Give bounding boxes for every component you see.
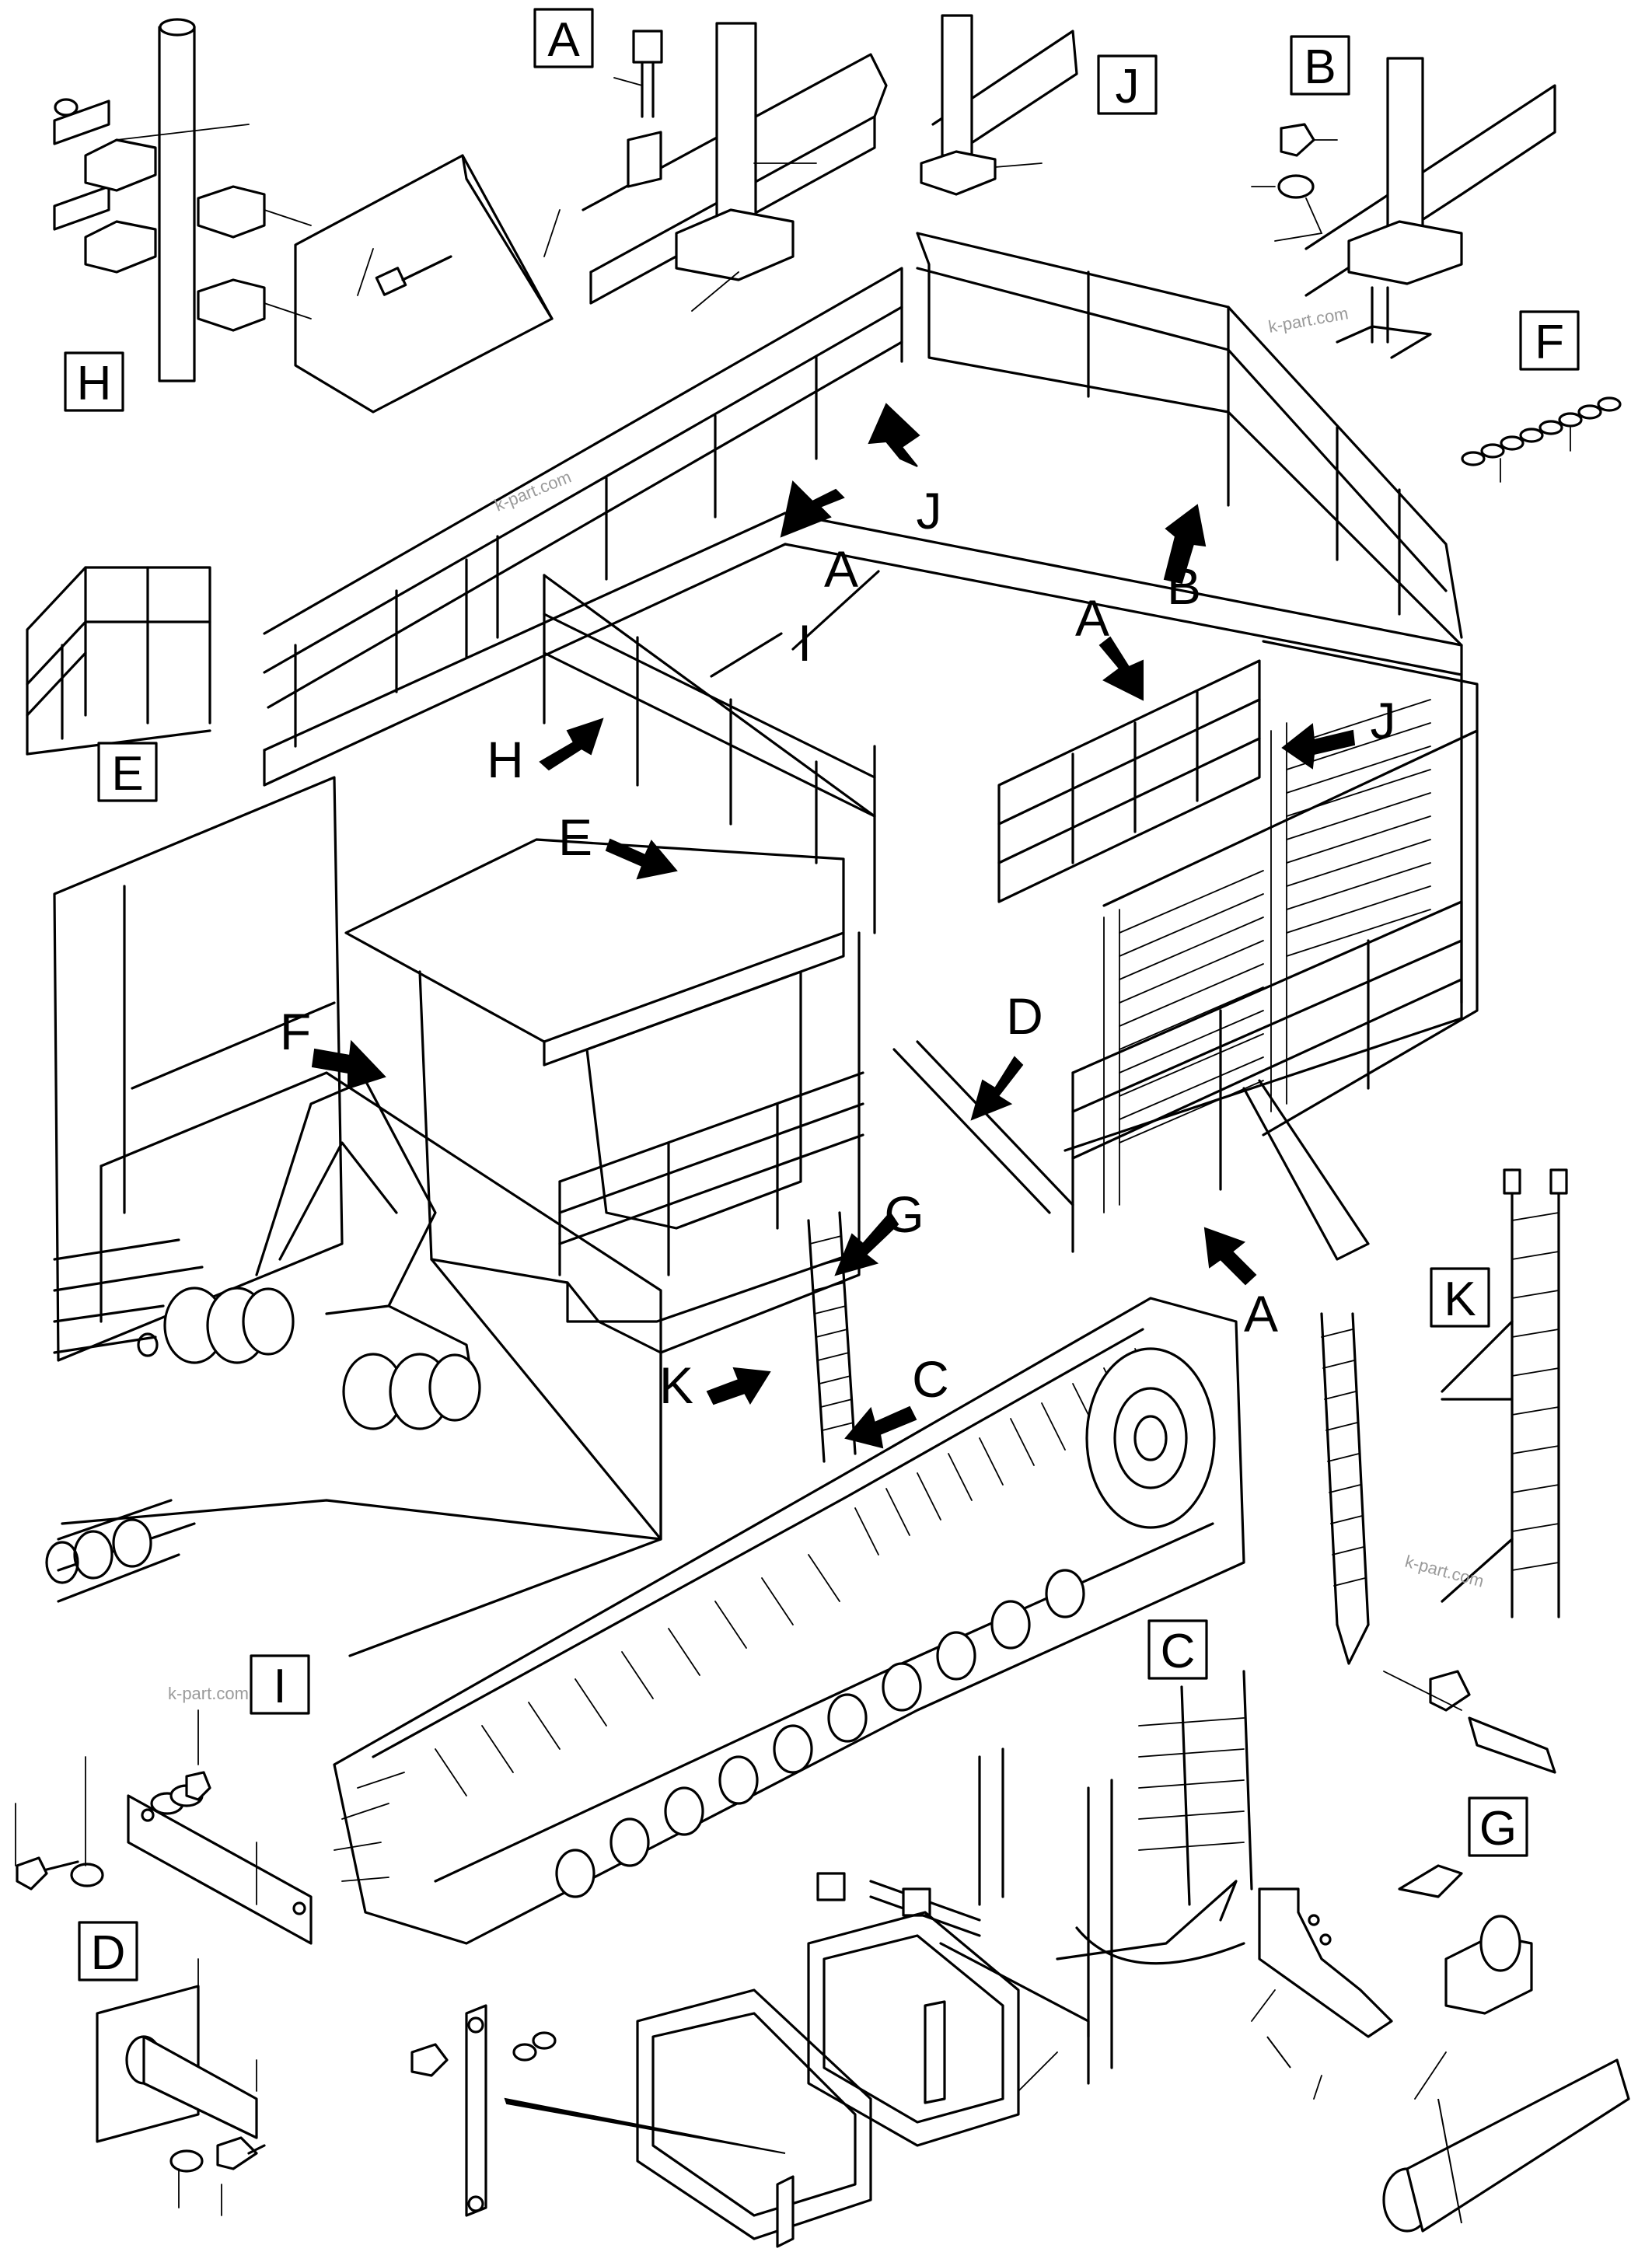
arrow-b (1163, 504, 1207, 585)
arrow-g (834, 1211, 899, 1276)
detail-box-a: A (533, 8, 594, 68)
detail-box-e: E (97, 742, 158, 802)
callout-h: H (487, 731, 524, 788)
arrow-d (970, 1056, 1024, 1121)
watermark-1: k-part.com (492, 467, 575, 515)
detail-b-drawing (1251, 57, 1556, 359)
engine-grille (1103, 699, 1431, 1213)
watermark-4: k-part.com (168, 1684, 249, 1703)
left-track-rollers (45, 1518, 152, 1584)
callout-a3: A (1244, 1285, 1278, 1342)
svg-text:H: H (77, 357, 112, 410)
detail-a-drawing (582, 22, 888, 312)
svg-text:D: D (91, 1926, 126, 1980)
arrow-a1 (780, 480, 845, 538)
callout-b: B (1167, 557, 1201, 615)
callout-e: E (558, 808, 592, 866)
detail-h-drawing (53, 18, 561, 414)
callout-f: F (280, 1003, 311, 1060)
detail-j-drawing (920, 14, 1078, 196)
callout-labels: A J B A J I H E D F G A K C (280, 482, 1396, 1414)
svg-text:A: A (547, 13, 580, 67)
callout-a2: A (1075, 589, 1109, 647)
detail-box-labels: A J B F H E K I (64, 8, 1580, 1981)
arrow-j2 (1281, 723, 1356, 770)
main-ladder (807, 1211, 857, 1463)
detail-e-drawing (26, 566, 211, 756)
detail-box-c: C (1147, 1619, 1208, 1680)
svg-text:F: F (1535, 316, 1564, 369)
machine-body (45, 232, 1479, 1945)
detail-g-rope-ladder (1251, 1312, 1630, 2233)
detail-box-b: B (1290, 35, 1350, 96)
detail-box-k: K (1430, 1267, 1490, 1328)
callout-a1: A (824, 540, 858, 598)
callout-g: G (884, 1185, 924, 1243)
detail-box-h: H (64, 351, 124, 412)
callout-j2: J (1371, 692, 1396, 749)
detail-c-drawing (410, 1670, 1253, 2248)
callout-i: I (798, 614, 812, 672)
arrow-e (605, 838, 678, 880)
svg-text:I: I (273, 1660, 286, 1713)
detail-k-ladder (1383, 1168, 1568, 1774)
callout-arrows (311, 403, 1356, 1449)
watermark-2: k-part.com (1267, 303, 1350, 337)
deck-handrails (263, 232, 1463, 1276)
arrow-k (706, 1367, 771, 1405)
arrow-a3 (1203, 1227, 1257, 1286)
arrow-a2 (1098, 636, 1144, 701)
svg-text:G: G (1479, 1802, 1517, 1856)
svg-text:C: C (1161, 1625, 1196, 1678)
detail-i-drawing (15, 1709, 313, 1945)
svg-text:K: K (1444, 1273, 1476, 1326)
detail-d-drawing (96, 1958, 266, 2216)
arrow-j1 (868, 403, 920, 467)
svg-text:J: J (1116, 60, 1140, 113)
watermark-3: k-part.com (1403, 1552, 1486, 1591)
arrow-c (844, 1405, 917, 1449)
detail-box-j: J (1097, 54, 1158, 115)
callout-j1: J (917, 482, 942, 539)
arrow-f (311, 1039, 386, 1090)
operator-cab (344, 838, 861, 1541)
detail-box-d: D (78, 1921, 138, 1981)
svg-text:B: B (1304, 40, 1336, 94)
idler-wheels (137, 1287, 481, 1430)
callout-d: D (1006, 987, 1043, 1045)
right-track (333, 1297, 1245, 1945)
svg-text:E: E (111, 747, 143, 801)
detail-box-i: I (250, 1654, 310, 1715)
arrow-h (539, 718, 604, 771)
callout-c: C (912, 1350, 949, 1408)
callout-k: K (659, 1356, 693, 1414)
detail-box-f: F (1519, 310, 1580, 371)
detail-f-chain (1461, 396, 1622, 483)
detail-box-g: G (1468, 1796, 1528, 1857)
